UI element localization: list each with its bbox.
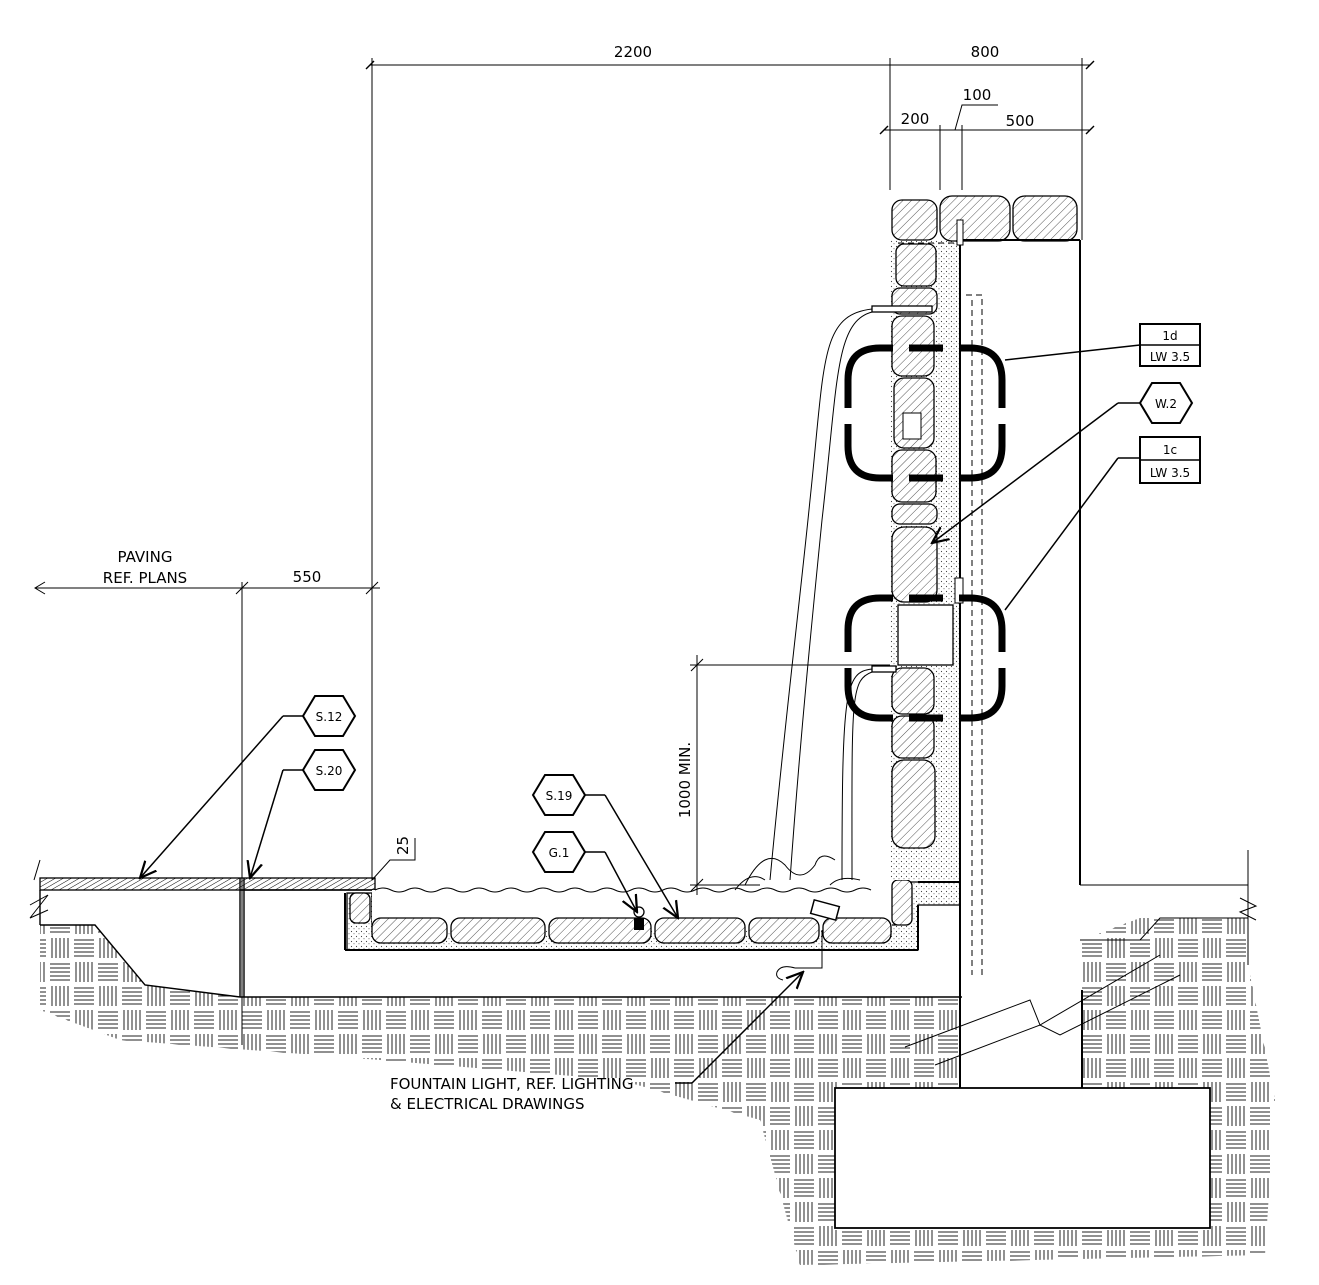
ground-soil	[40, 918, 1275, 1265]
fountain-light-note[interactable]: FOUNTAIN LIGHT, REF. LIGHTING & ELECTRIC…	[390, 972, 803, 1113]
paving-label-2: REF. PLANS	[103, 569, 187, 587]
detail-ring-1d[interactable]	[844, 344, 1006, 482]
dim-25: 25	[394, 836, 412, 855]
detail-ref-1d-bottom: LW 3.5	[1150, 350, 1190, 364]
dim-200: 200	[901, 110, 930, 128]
fountain-note-line1: FOUNTAIN LIGHT, REF. LIGHTING	[390, 1075, 633, 1093]
dim-overall-width: 2200	[614, 43, 652, 61]
paving-slab	[29, 859, 962, 998]
dim-550: 550	[293, 568, 322, 586]
tag-g1-label: G.1	[549, 846, 570, 860]
detail-ref-1c[interactable]: 1c LW 3.5	[1004, 436, 1201, 611]
detail-ref-1d-top: 1d	[1162, 329, 1177, 343]
tag-w2-label: W.2	[1155, 397, 1177, 411]
tag-s12-label: S.12	[316, 710, 343, 724]
dimension-lines	[34, 58, 1095, 1045]
detail-ref-1c-top: 1c	[1163, 443, 1177, 457]
pool-basin	[344, 879, 961, 981]
dim-100: 100	[963, 86, 992, 104]
detail-ref-1d[interactable]: 1d LW 3.5	[1004, 323, 1201, 367]
tag-g1[interactable]: G.1	[531, 831, 637, 912]
dim-500: 500	[1006, 112, 1035, 130]
tag-s12[interactable]: S.12	[140, 695, 357, 878]
detail-ref-1c-bottom: LW 3.5	[1150, 466, 1190, 480]
tag-w2[interactable]: W.2	[932, 382, 1194, 543]
tag-s19[interactable]: S.19	[531, 774, 678, 918]
dimension-texts: 2200 800 200 100 500 PAVING REF. PLANS 5…	[103, 43, 1035, 855]
paving-label-1: PAVING	[118, 548, 173, 566]
tag-s20-label: S.20	[316, 764, 343, 778]
fountain-note-line2: & ELECTRICAL DRAWINGS	[390, 1095, 585, 1113]
dim-wall-width: 800	[971, 43, 1000, 61]
dim-water-height: 1000 MIN.	[676, 742, 694, 818]
tag-s19-label: S.19	[546, 789, 573, 803]
detail-ring-1c[interactable]	[844, 594, 1006, 722]
stone-wall	[734, 195, 1258, 1229]
tag-s20[interactable]: S.20	[250, 749, 357, 878]
